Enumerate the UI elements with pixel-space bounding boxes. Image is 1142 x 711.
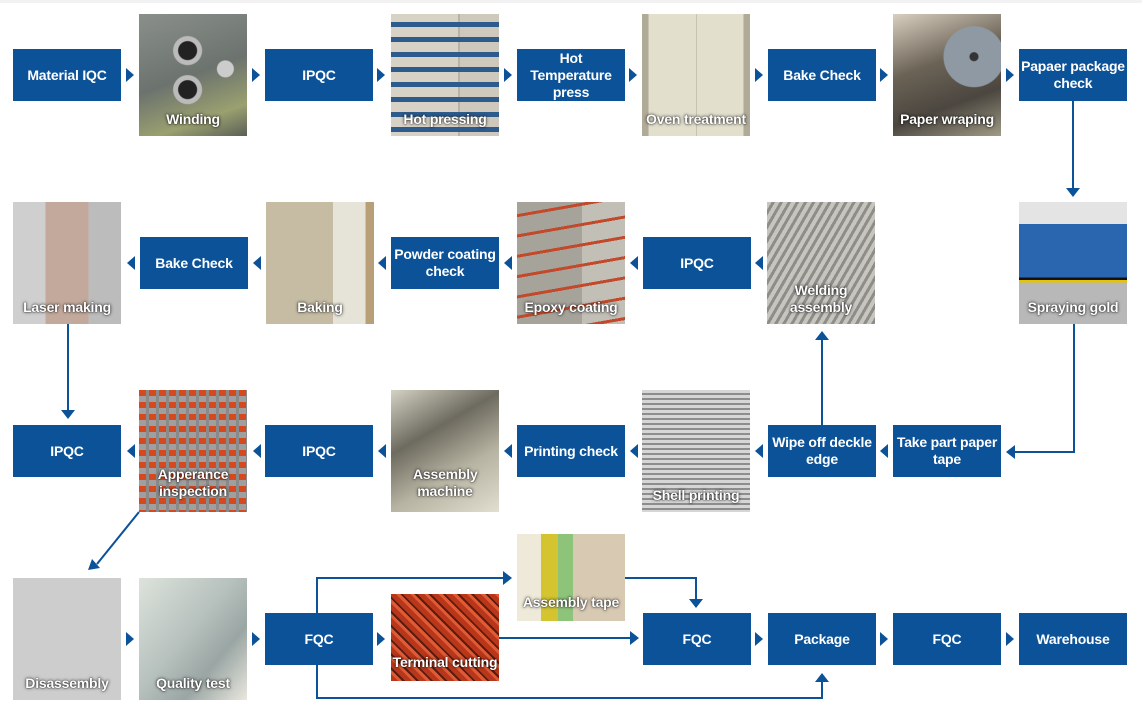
arrow-left-icon — [253, 256, 261, 270]
step-terminal-cutting-photo: Terminal cutting — [391, 594, 499, 681]
arrow-left-icon — [504, 256, 512, 270]
step-paper-package-check: Papaer package check — [1019, 49, 1127, 101]
arrow-right-icon — [126, 68, 134, 82]
step-spraying-gold-photo: Spraying gold — [1019, 202, 1127, 324]
arrowhead-down — [1066, 188, 1080, 197]
arrow-left-icon — [127, 256, 135, 270]
arrow-left-icon — [880, 444, 888, 458]
step-epoxy-coating-label: Epoxy coating — [524, 299, 618, 315]
arrow-right-icon — [880, 632, 888, 646]
step-apperance-inspection-label: Apperance inspection — [157, 466, 229, 499]
arrowhead-left — [1006, 445, 1015, 459]
step-baking-label: Baking — [297, 299, 343, 315]
step-ipqc-2: IPQC — [643, 237, 751, 289]
arrow-right-icon — [126, 632, 134, 646]
arrow-left-icon — [630, 444, 638, 458]
arrow-right-icon — [1006, 68, 1014, 82]
arrow-right-icon — [629, 68, 637, 82]
arrowhead-right — [630, 631, 639, 645]
step-winding-label: Winding — [166, 111, 220, 127]
arrow-left-icon — [253, 444, 261, 458]
step-fqc-3: FQC — [893, 613, 1001, 665]
step-hot-pressing-label: Hot pressing — [403, 111, 487, 127]
arrowhead-diag — [88, 559, 100, 570]
step-welding-assembly-photo: Welding assembly — [767, 202, 875, 324]
step-assembly-machine-label: Assembly machine — [413, 466, 478, 499]
step-baking-photo: Baking — [266, 202, 374, 324]
arrow-right-icon — [377, 632, 385, 646]
connector-spraying-to-takepart — [1015, 324, 1075, 453]
arrow-right-icon — [252, 632, 260, 646]
step-material-iqc: Material IQC — [13, 49, 121, 101]
step-oven-treatment-photo: Oven treatment — [642, 14, 750, 136]
step-quality-test-photo: Quality test — [139, 578, 247, 700]
step-oven-treatment-label: Oven treatment — [646, 111, 746, 127]
step-wipe-off-deckle-edge: Wipe off deckle edge — [768, 425, 876, 477]
step-welding-assembly-label: Welding assembly — [789, 282, 853, 315]
step-epoxy-coating-photo: Epoxy coating — [517, 202, 625, 324]
arrow-left-icon — [755, 444, 763, 458]
arrow-left-icon — [378, 444, 386, 458]
step-laser-making-photo: Laser making — [13, 202, 121, 324]
arrow-left-icon — [378, 256, 386, 270]
step-printing-check: Printing check — [517, 425, 625, 477]
step-winding-photo: Winding — [139, 14, 247, 136]
step-terminal-cutting-label: Terminal cutting — [392, 654, 498, 670]
step-hot-pressing-photo: Hot pressing — [391, 14, 499, 136]
arrow-right-icon — [1006, 632, 1014, 646]
arrow-right-icon — [755, 68, 763, 82]
arrow-right-icon — [377, 68, 385, 82]
step-hot-temperature-press: Hot Temperature press — [517, 49, 625, 101]
arrow-right-icon — [880, 68, 888, 82]
arrow-left-icon — [755, 256, 763, 270]
step-paper-wraping-photo: Paper wraping — [893, 14, 1001, 136]
step-ipqc-4: IPQC — [13, 425, 121, 477]
step-fqc-2: FQC — [643, 613, 751, 665]
step-apperance-inspection-photo: Apperance inspection — [139, 390, 247, 512]
step-laser-making-label: Laser making — [23, 299, 111, 315]
step-powder-coating-check: Powder coating check — [391, 237, 499, 289]
step-warehouse: Warehouse — [1019, 613, 1127, 665]
step-ipqc-1: IPQC — [265, 49, 373, 101]
connector-apperance-to-disassembly — [96, 511, 140, 565]
step-assembly-machine-photo: Assembly machine — [391, 390, 499, 512]
step-assembly-tape-photo: Assembly tape — [517, 534, 625, 621]
arrow-left-icon — [127, 444, 135, 458]
arrowhead-up — [815, 673, 829, 682]
arrow-left-icon — [504, 444, 512, 458]
step-take-part-paper-tape: Take part paper tape — [893, 425, 1001, 477]
arrow-right-icon — [755, 632, 763, 646]
arrowhead-down — [689, 599, 703, 608]
arrow-right-icon — [504, 68, 512, 82]
arrowhead-right — [503, 571, 512, 585]
step-spraying-gold-label: Spraying gold — [1027, 299, 1119, 315]
step-package: Package — [768, 613, 876, 665]
step-disassembly-photo: Disassembly — [13, 578, 121, 700]
step-shell-printing-photo: Shell printing — [642, 390, 750, 512]
arrowhead-up — [815, 331, 829, 340]
step-fqc-1: FQC — [265, 613, 373, 665]
step-assembly-tape-label: Assembly tape — [522, 594, 620, 610]
step-disassembly-label: Disassembly — [25, 675, 109, 691]
arrowhead-down — [61, 410, 75, 419]
connector-assemblytape-to-fqc2 — [625, 577, 697, 600]
arrow-left-icon — [630, 256, 638, 270]
step-paper-wraping-label: Paper wraping — [900, 111, 994, 127]
step-quality-test-label: Quality test — [156, 675, 230, 691]
arrow-right-icon — [252, 68, 260, 82]
step-shell-printing-label: Shell printing — [652, 487, 740, 503]
step-bake-check-1: Bake Check — [768, 49, 876, 101]
top-divider — [0, 0, 1142, 3]
step-bake-check-2: Bake Check — [140, 237, 248, 289]
step-ipqc-3: IPQC — [265, 425, 373, 477]
